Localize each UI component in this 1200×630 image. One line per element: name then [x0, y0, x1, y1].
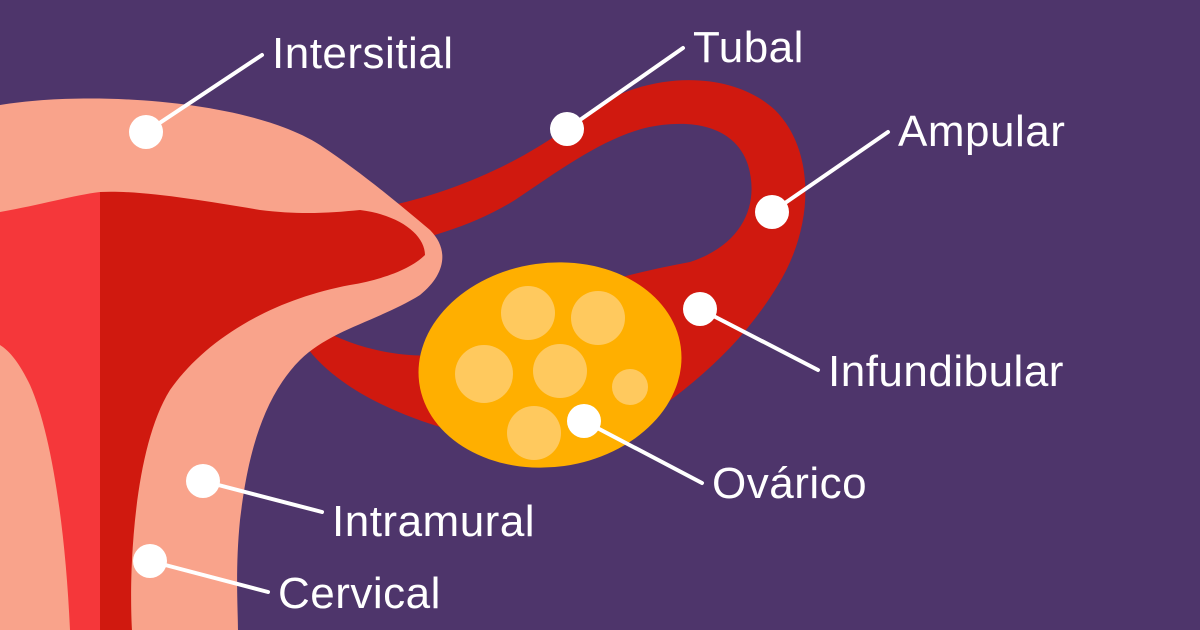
follicle: [455, 345, 513, 403]
marker-dot: [683, 292, 717, 326]
follicle: [612, 369, 648, 405]
marker-dot: [129, 115, 163, 149]
marker-dot: [133, 544, 167, 578]
leader-line: [565, 46, 685, 131]
uterus: [0, 98, 443, 630]
label-intersitial: Intersitial: [272, 29, 454, 78]
marker-tubal: Tubal: [550, 23, 804, 146]
leader-line: [582, 419, 704, 485]
follicle: [533, 344, 587, 398]
marker-ovarico: Ovárico: [567, 404, 867, 508]
uterus-cavity-left: [0, 192, 100, 630]
marker-dot: [186, 464, 220, 498]
label-cervical: Cervical: [278, 569, 441, 618]
marker-dot: [755, 195, 789, 229]
label-infundibular: Infundibular: [828, 347, 1064, 396]
marker-intramural: Intramural: [186, 464, 535, 546]
label-intramural: Intramural: [332, 497, 535, 546]
leader-line: [770, 130, 890, 214]
follicle: [507, 406, 561, 460]
follicle: [501, 286, 555, 340]
follicle: [571, 291, 625, 345]
leader-line: [148, 559, 270, 594]
marker-infundibular: Infundibular: [683, 292, 1064, 396]
marker-dot: [550, 112, 584, 146]
marker-ampular: Ampular: [755, 107, 1065, 229]
label-ampular: Ampular: [898, 107, 1065, 156]
leader-line: [144, 53, 264, 134]
leader-line: [201, 479, 324, 514]
label-tubal: Tubal: [693, 23, 804, 72]
ovary: [418, 262, 682, 468]
uterus-cavity-right: [100, 191, 425, 630]
leader-line: [698, 307, 820, 372]
fallopian-tube: [305, 80, 806, 430]
tube-body: [305, 80, 806, 430]
marker-dot: [567, 404, 601, 438]
label-ovarico: Ovárico: [712, 459, 867, 508]
marker-intersitial: Intersitial: [129, 29, 454, 149]
marker-cervical: Cervical: [133, 544, 441, 618]
